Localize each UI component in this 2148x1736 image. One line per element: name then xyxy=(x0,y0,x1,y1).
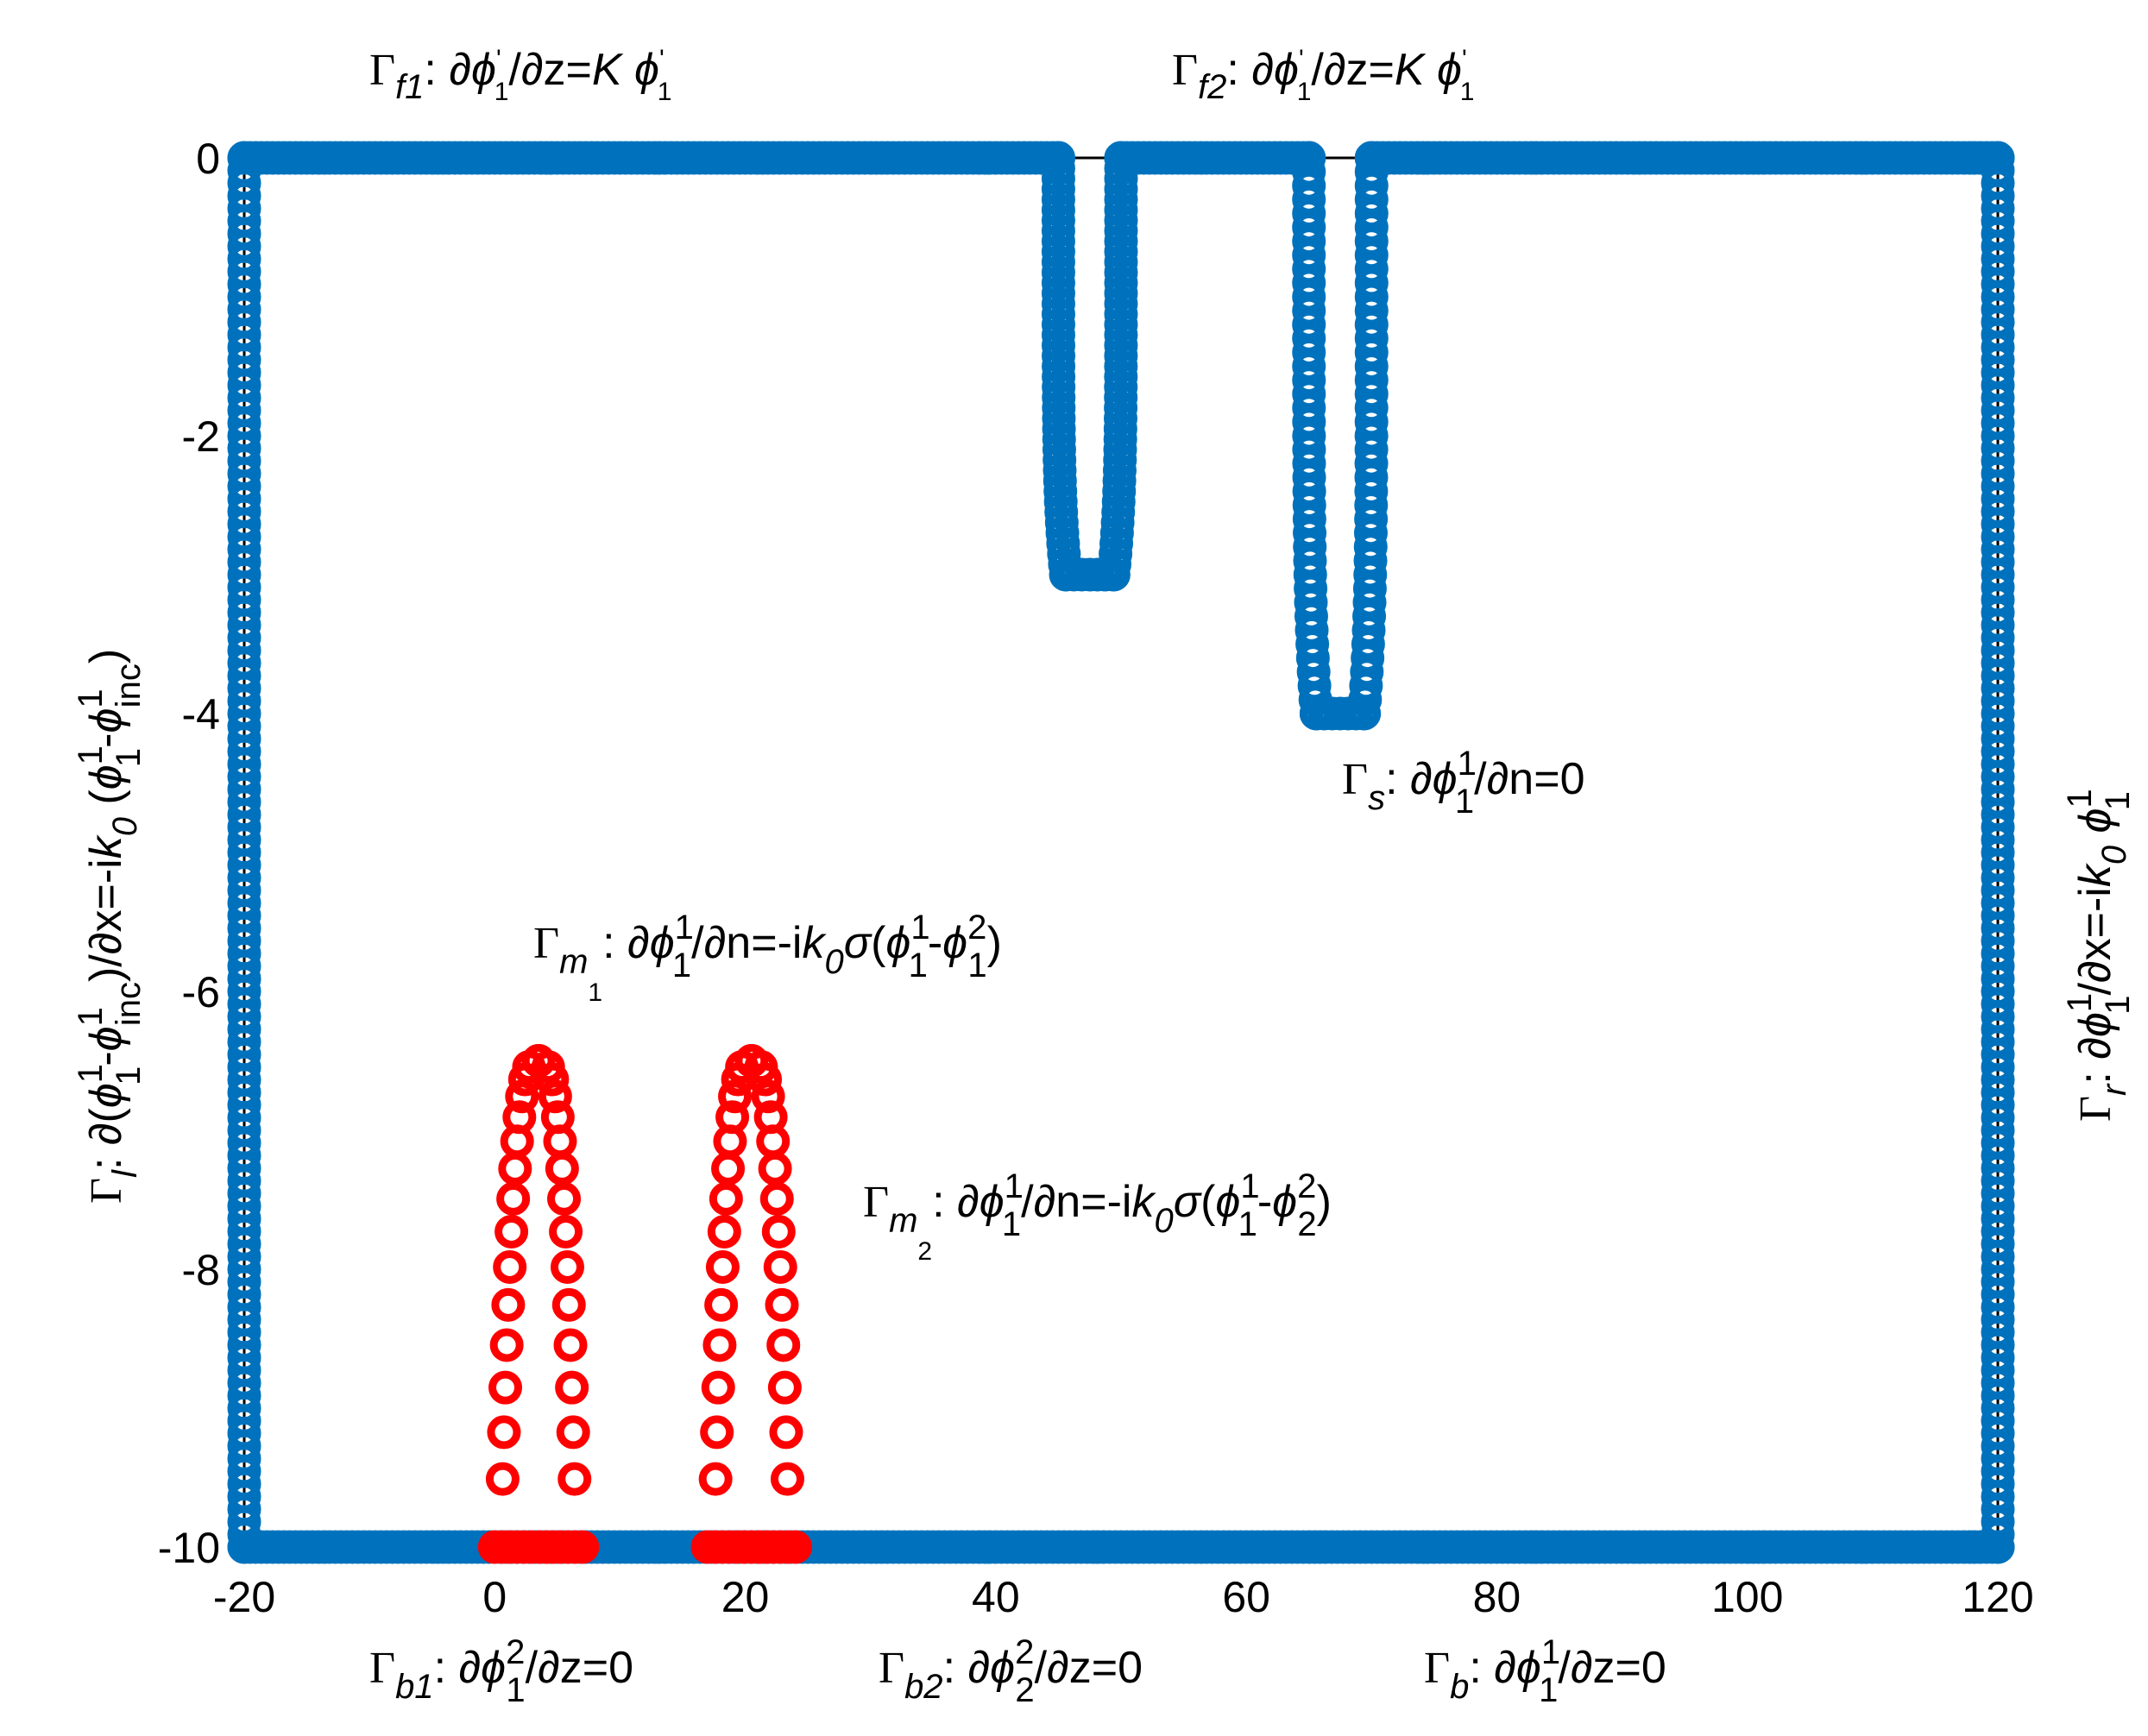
membrane-node-membrane-2 xyxy=(761,1214,796,1249)
x-tick-label: 40 xyxy=(972,1573,1020,1621)
y-tick-label: -10 xyxy=(158,1524,220,1572)
data-markers xyxy=(227,141,2015,1564)
membrane-node-membrane-2 xyxy=(756,1124,791,1159)
y-tick-label: -8 xyxy=(182,1246,220,1294)
y-tick-label: 0 xyxy=(196,135,220,183)
membrane-node-membrane-2 xyxy=(702,1328,737,1362)
fluid-node-left xyxy=(227,1530,261,1564)
membrane-node-membrane-2 xyxy=(707,1214,741,1249)
membrane-node-membrane-1 xyxy=(535,1062,570,1097)
membrane-node-membrane-1 xyxy=(538,1079,572,1114)
membrane-node-membrane-1 xyxy=(547,1181,582,1216)
membrane-node-membrane-1 xyxy=(487,1415,521,1450)
membrane-node-membrane-1 xyxy=(488,1370,523,1405)
membrane-node-membrane-2 xyxy=(704,1287,739,1322)
fluid-node-structure-1 xyxy=(1096,557,1131,592)
membrane-node-membrane-2 xyxy=(698,1462,733,1496)
membrane-node-membrane-2 xyxy=(778,1530,813,1564)
membrane-node-membrane-1 xyxy=(493,1249,527,1284)
fluid-node-bottom xyxy=(1981,1530,2015,1564)
membrane-node-membrane-2 xyxy=(767,1370,802,1405)
y-tick-label: -2 xyxy=(182,412,220,461)
membrane-node-membrane-2 xyxy=(700,1415,734,1450)
membrane-node-membrane-1 xyxy=(550,1249,584,1284)
membrane-node-membrane-1 xyxy=(565,1530,600,1564)
x-tick-label: 100 xyxy=(1711,1573,1783,1621)
membrane-node-membrane-1 xyxy=(545,1151,579,1186)
membrane-node-membrane-1 xyxy=(543,1124,577,1159)
membrane-node-membrane-2 xyxy=(751,1079,785,1114)
membrane-node-membrane-2 xyxy=(748,1062,783,1097)
annotation-gamma-r: Γr: ∂ϕ11/∂x=-ik0 ϕ11 xyxy=(2061,790,2137,1122)
annotation-gamma-f2: Γf2: ∂ϕ'1/∂z=K ϕ'1 xyxy=(1172,45,1474,106)
x-tick-label: 80 xyxy=(1473,1573,1521,1621)
membrane-node-membrane-1 xyxy=(494,1214,529,1249)
tick-labels: -20 0 20 40 60 80 100 120 0 -2 -4 -6 -8 -10 xyxy=(158,135,2034,1621)
membrane-node-membrane-2 xyxy=(701,1370,735,1405)
fluid-node-left xyxy=(227,1517,261,1551)
membrane-node-membrane-2 xyxy=(705,1249,740,1284)
membrane-node-membrane-2 xyxy=(759,1181,794,1216)
membrane-node-membrane-2 xyxy=(766,1328,801,1362)
x-tick-label: 60 xyxy=(1222,1573,1270,1621)
x-tick-label: 120 xyxy=(1962,1573,2033,1621)
fluid-node-structure-2 xyxy=(1348,682,1383,717)
membrane-node-membrane-1 xyxy=(498,1151,532,1186)
membrane-node-membrane-1 xyxy=(557,1462,592,1496)
membrane-node-membrane-2 xyxy=(765,1287,799,1322)
membrane-node-membrane-2 xyxy=(770,1462,804,1496)
membrane-node-membrane-1 xyxy=(555,1370,589,1405)
membrane-node-membrane-1 xyxy=(491,1287,526,1322)
membrane-node-membrane-2 xyxy=(713,1124,747,1159)
annotation-gamma-l: Γl: ∂(ϕ11-ϕ1inc)/∂x=-ik0 (ϕ11-ϕ1inc) xyxy=(72,649,148,1204)
membrane-node-membrane-2 xyxy=(711,1151,746,1186)
annotation-gamma-f1: Γf1: ∂ϕ'1/∂z=K ϕ'1 xyxy=(369,45,671,106)
x-tick-label: 20 xyxy=(721,1573,770,1621)
membrane-node-membrane-1 xyxy=(496,1181,531,1216)
membrane-node-membrane-1 xyxy=(551,1287,586,1322)
fluid-node-structure-2 xyxy=(1347,696,1382,731)
x-tick-label: -20 xyxy=(213,1573,275,1621)
membrane-node-membrane-2 xyxy=(718,1079,753,1114)
membrane-node-membrane-1 xyxy=(489,1328,524,1362)
membrane-node-membrane-2 xyxy=(769,1415,803,1450)
annotations: Γf1: ∂ϕ'1/∂z=K ϕ'1 Γf2: ∂ϕ'1/∂z=K ϕ'1 Γs… xyxy=(72,45,2137,1709)
membrane-node-membrane-1 xyxy=(553,1328,588,1362)
membrane-node-membrane-2 xyxy=(758,1151,792,1186)
membrane-node-membrane-1 xyxy=(549,1214,583,1249)
membrane-node-membrane-1 xyxy=(556,1415,590,1450)
y-tick-label: -6 xyxy=(182,968,220,1016)
membrane-node-membrane-2 xyxy=(763,1249,797,1284)
membrane-node-membrane-1 xyxy=(505,1079,539,1114)
membrane-node-membrane-1 xyxy=(500,1124,534,1159)
membrane-node-membrane-2 xyxy=(709,1181,743,1216)
y-tick-label: -4 xyxy=(182,690,220,739)
x-tick-label: 0 xyxy=(482,1573,507,1621)
membrane-node-membrane-1 xyxy=(485,1462,520,1496)
